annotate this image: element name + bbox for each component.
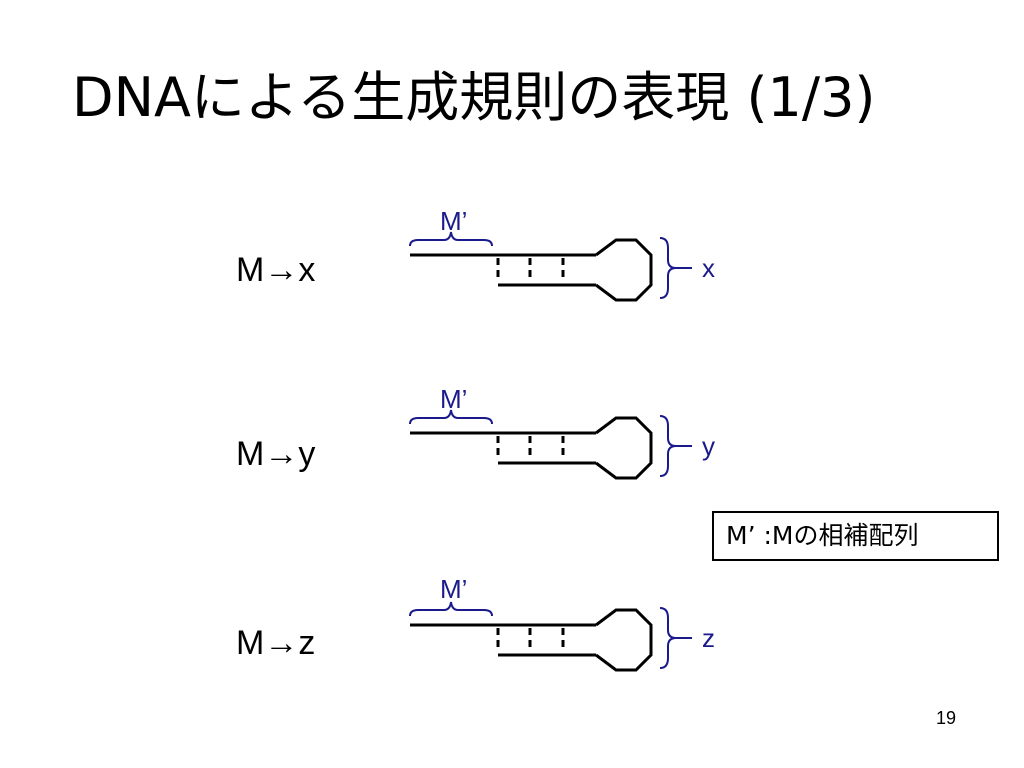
hairpin-z	[410, 608, 653, 672]
complement-label-y: M’	[440, 384, 467, 414]
page-number: 19	[936, 708, 957, 728]
output-label-x: x	[702, 253, 715, 283]
output-label-y: y	[702, 431, 715, 461]
hairpin-x	[410, 238, 653, 302]
complement-brace-z	[409, 601, 493, 617]
output-brace-z	[659, 607, 692, 669]
complement-label-x: M’	[440, 206, 467, 236]
hairpin-loop	[595, 238, 653, 302]
rule-label-y: M→y	[236, 435, 316, 473]
rule-label-z: M→z	[236, 624, 316, 662]
complement-brace-x	[409, 231, 493, 247]
complement-brace-y	[409, 409, 493, 425]
rule-label-x: M→x	[236, 251, 316, 289]
hairpin-y	[410, 416, 653, 480]
complement-label-z: M’	[440, 574, 467, 604]
hairpin-loop	[595, 608, 653, 672]
complement-legend-box: M’ :Mの相補配列	[712, 511, 999, 561]
legend-text: M’ :Mの相補配列	[726, 521, 919, 550]
output-brace-y	[659, 415, 692, 477]
slide-title: DNAによる生成規則の表現 (1/3)	[72, 66, 876, 129]
output-brace-x	[659, 237, 692, 299]
output-label-z: z	[702, 623, 715, 653]
hairpin-loop	[595, 416, 653, 480]
